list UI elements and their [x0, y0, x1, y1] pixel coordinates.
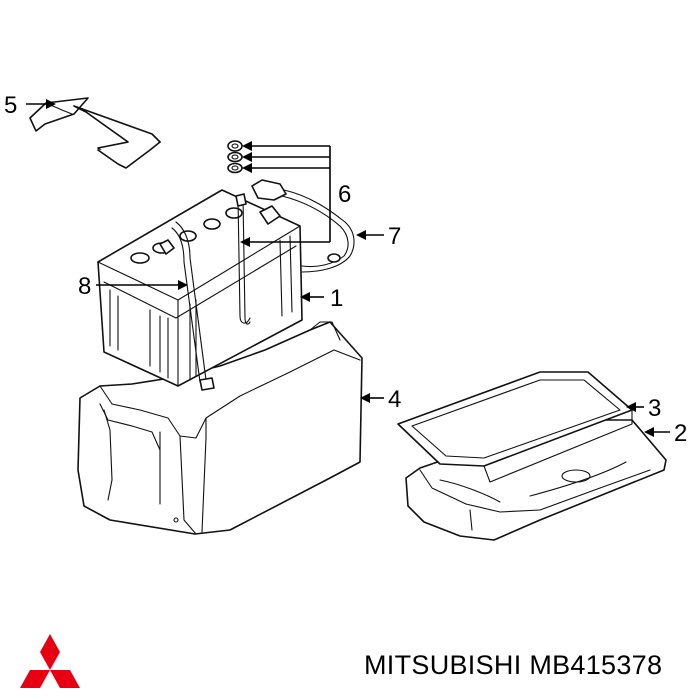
battery-cable: [251, 179, 355, 273]
hold-down-rod: [171, 193, 251, 391]
callout-8: 8: [78, 273, 91, 300]
callout-1: 1: [330, 285, 343, 312]
terminal-nuts-washers: [227, 140, 243, 174]
callout-4: 4: [388, 386, 401, 413]
callout-6: 6: [338, 181, 351, 208]
leader-lines: [26, 99, 670, 437]
mitsubishi-logo-icon: [20, 634, 80, 688]
callout-3: 3: [648, 395, 661, 422]
hold-down-clamp: [29, 97, 161, 169]
battery: [97, 189, 303, 387]
callout-7: 7: [388, 223, 401, 250]
callout-2: 2: [674, 420, 687, 447]
callout-5: 5: [4, 92, 17, 119]
part-number-caption: MITSUBISHI MB415378: [364, 650, 663, 680]
battery-tray: [405, 419, 667, 541]
battery-cover: [77, 321, 363, 535]
